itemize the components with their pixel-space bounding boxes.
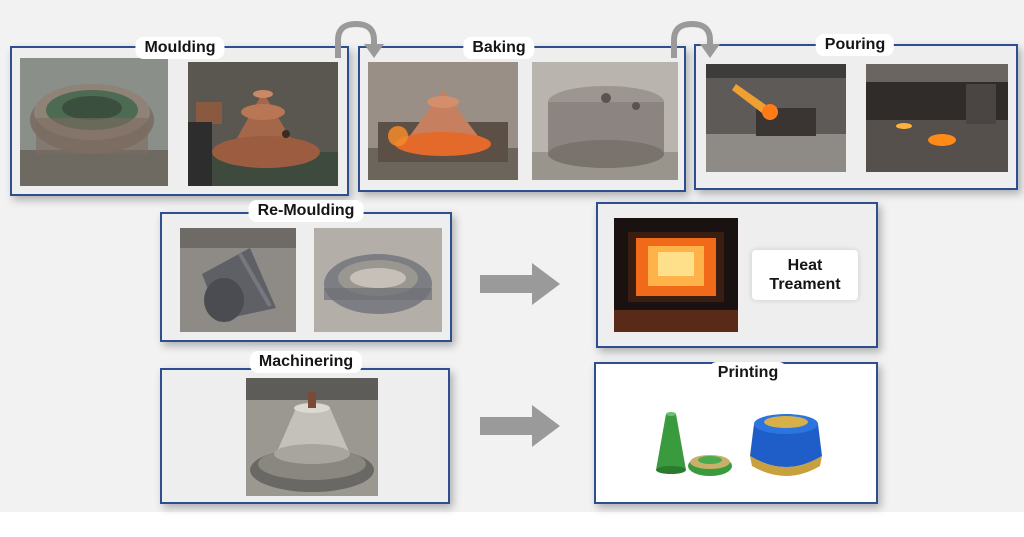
pouring-panel: [694, 44, 1018, 190]
pouring-photo-2: [866, 64, 1008, 172]
pouring-label: Pouring: [815, 34, 895, 56]
remoulding-label: Re-Moulding: [248, 200, 364, 222]
curved-arrow-moulding-to-baking: [330, 18, 386, 62]
moulding-label: Moulding: [135, 37, 225, 59]
arrow-machinering-to-printing: [480, 405, 560, 447]
arrow-remoulding-to-heat: [480, 263, 560, 305]
bottom-band: [0, 512, 1024, 537]
pouring-photo-1: [706, 64, 846, 172]
machinering-photo: [246, 378, 378, 496]
baking-photo-2: [532, 62, 678, 180]
remoulding-photo-1: [180, 228, 296, 332]
heat-treatment-line2: Treament: [769, 276, 841, 293]
remoulding-panel: [160, 212, 452, 342]
heat-treatment-label: Heat Treament: [752, 250, 858, 300]
machinering-panel: [160, 368, 450, 504]
remoulding-photo-2: [314, 228, 442, 332]
moulding-photo-2: [188, 62, 338, 186]
heat-treatment-panel: Heat Treament: [596, 202, 878, 348]
baking-photo-1: [368, 62, 518, 180]
moulding-panel: [10, 46, 349, 196]
curved-arrow-baking-to-pouring: [666, 18, 722, 62]
printing-photo: [646, 400, 836, 490]
moulding-photo-1: [20, 58, 168, 186]
baking-panel: [358, 46, 686, 192]
baking-label: Baking: [463, 37, 535, 59]
machinering-label: Machinering: [249, 351, 363, 373]
heat-treatment-line1: Heat: [787, 257, 823, 274]
heat-treatment-photo: [614, 218, 738, 332]
printing-label: Printing: [708, 362, 788, 384]
